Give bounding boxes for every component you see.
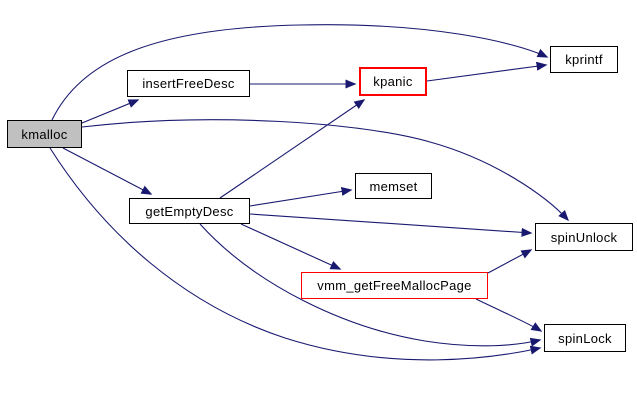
node-label-spinUnlock: spinUnlock: [550, 229, 618, 245]
edge-kmalloc-to-kprintf: [51, 24, 549, 121]
edge-getEmptyDesc-to-vmm_getFreeMallocPage: [240, 223, 342, 270]
edge-getEmptyDesc-to-spinLock: [199, 223, 542, 347]
node-kprintf[interactable]: kprintf: [550, 46, 618, 73]
edge-vmm_getFreeMallocPage-to-spinUnlock: [487, 249, 533, 274]
node-label-kprintf: kprintf: [565, 52, 603, 67]
edge-vmm_getFreeMallocPage-to-spinLock: [475, 298, 543, 332]
node-label-getEmptyDesc: getEmptyDesc: [145, 203, 234, 219]
edge-kpanic-to-kprintf: [426, 61, 548, 82]
node-memset[interactable]: memset: [355, 173, 432, 199]
node-label-memset: memset: [369, 178, 418, 194]
node-kmalloc: kmalloc: [7, 120, 82, 148]
edge-kmalloc-to-spinUnlock: [81, 119, 570, 222]
edge-getEmptyDesc-to-spinUnlock: [249, 213, 533, 237]
edge-getEmptyDesc-to-memset: [249, 187, 353, 207]
node-spinLock[interactable]: spinLock: [544, 324, 626, 352]
edge-kmalloc-to-spinLock: [49, 147, 542, 361]
node-vmm_getFreeMallocPage[interactable]: vmm_getFreeMallocPage: [301, 272, 488, 299]
node-label-spinLock: spinLock: [558, 330, 612, 346]
node-insertFreeDesc[interactable]: insertFreeDesc: [127, 70, 250, 97]
edge-getEmptyDesc-to-kpanic: [219, 99, 366, 199]
edge-kmalloc-to-insertFreeDesc: [81, 99, 140, 124]
node-label-insertFreeDesc: insertFreeDesc: [142, 76, 235, 91]
node-kpanic[interactable]: kpanic: [359, 67, 427, 96]
node-label-vmm_getFreeMallocPage: vmm_getFreeMallocPage: [317, 278, 472, 293]
node-label-kmalloc: kmalloc: [21, 126, 68, 142]
node-getEmptyDesc[interactable]: getEmptyDesc: [129, 198, 250, 224]
edge-kmalloc-to-getEmptyDesc: [62, 147, 153, 195]
node-spinUnlock[interactable]: spinUnlock: [535, 223, 633, 251]
node-label-kpanic: kpanic: [373, 74, 413, 89]
